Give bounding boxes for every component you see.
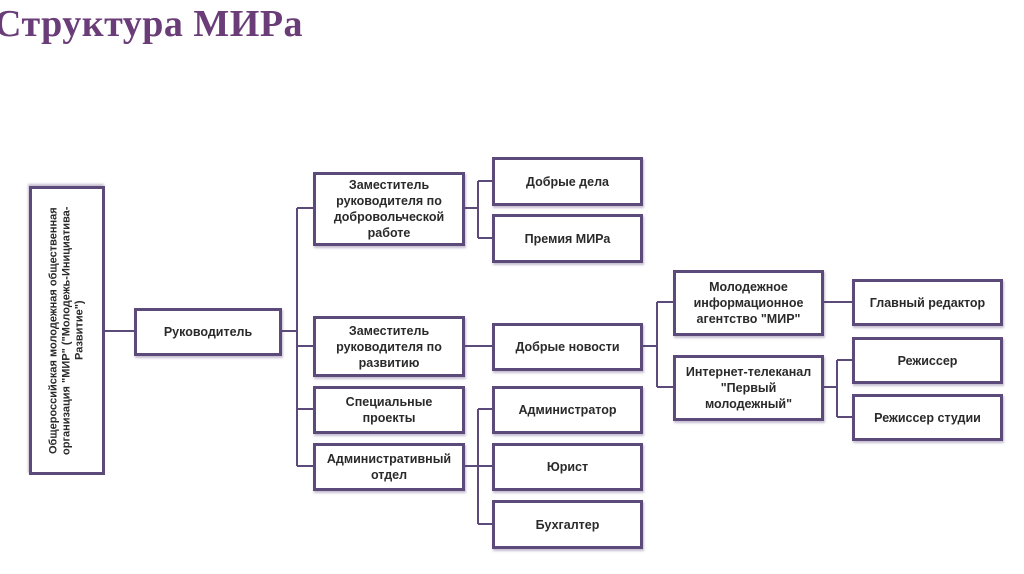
node-deputy-development: Заместитель руководителя по развитию (313, 316, 465, 377)
node-label: Молодежное информационное агентство "МИР… (693, 280, 804, 326)
line-volunteer-children (464, 180, 492, 239)
node-admin-dept: Административный отдел (313, 443, 465, 491)
node-chief-editor: Главный редактор (852, 279, 1003, 326)
node-label: Заместитель руководителя по добровольчес… (333, 178, 445, 240)
node-label: Главный редактор (869, 295, 986, 310)
line-head-deputies (281, 207, 313, 467)
node-label: Интернет-телеканал "Первый молодежный" (685, 365, 812, 411)
node-label: Заместитель руководителя по развитию (336, 323, 442, 370)
node-label: Руководитель (163, 325, 253, 339)
page-title: Структура МИРа (0, 3, 304, 45)
node-label: Режиссер студии (874, 410, 981, 425)
node-label: Добрые дела (526, 174, 609, 189)
node-special-projects: Специальные проекты (313, 386, 465, 434)
line-tv-directors (823, 359, 852, 418)
node-label: Специальные проекты (345, 395, 433, 425)
node-label: Администратор (518, 403, 617, 417)
node-label: Бухгалтер (535, 517, 600, 532)
line-admin-children (464, 408, 492, 525)
node-root-organization: Общероссийская молодежная общественная о… (29, 186, 105, 475)
node-studio-director: Режиссер студии (852, 394, 1003, 441)
line-goodnews-media (642, 301, 673, 388)
node-lawyer: Юрист (492, 443, 643, 491)
node-news-agency: Молодежное информационное агентство "МИР… (673, 270, 824, 336)
node-administrator: Администратор (492, 386, 643, 434)
node-good-deeds: Добрые дела (492, 157, 643, 206)
node-label: Административный отдел (326, 452, 452, 482)
node-good-news: Добрые новости (492, 323, 643, 371)
node-director: Режиссер (852, 337, 1003, 384)
node-label: Общероссийская молодежная общественная о… (47, 206, 86, 455)
node-mir-award: Премия МИРа (492, 214, 643, 263)
node-label: Юрист (546, 460, 589, 474)
node-head: Руководитель (134, 308, 282, 356)
node-label: Режиссер (897, 353, 958, 368)
node-tv-channel: Интернет-телеканал "Первый молодежный" (673, 355, 824, 421)
node-accountant: Бухгалтер (492, 500, 643, 549)
node-label: Премия МИРа (524, 231, 611, 246)
node-deputy-volunteer: Заместитель руководителя по добровольчес… (313, 172, 465, 246)
node-label: Добрые новости (515, 340, 620, 354)
